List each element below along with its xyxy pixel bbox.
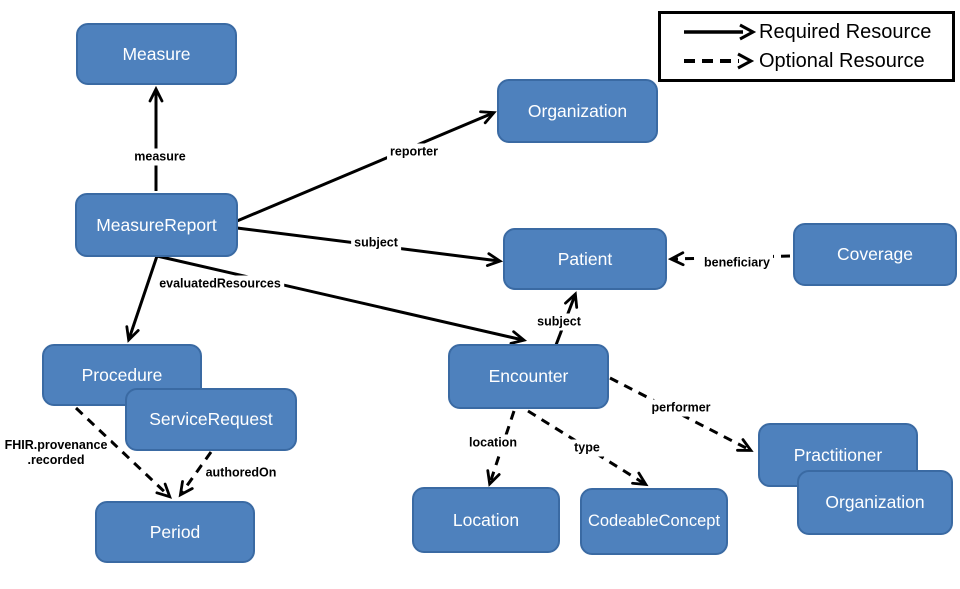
node-organization-top: Organization (497, 79, 658, 143)
edge-performer (609, 376, 754, 452)
node-measure-report: MeasureReport (75, 193, 238, 257)
node-coverage: Coverage (793, 223, 957, 286)
edge-label-type: type (571, 439, 603, 457)
node-measure: Measure (76, 23, 237, 85)
edge-label-location: location (466, 434, 520, 452)
edge-label-reporter: reporter (387, 143, 441, 161)
edge-evaluated-encounter (156, 254, 528, 345)
node-organization-bottom: Organization (797, 470, 953, 535)
legend-box: Required Resource Optional Resource (658, 11, 955, 82)
edge-label-measure: measure (131, 148, 189, 166)
legend-optional-label: Optional Resource (759, 49, 925, 72)
optional-arrow-icon (684, 52, 755, 70)
edge-reporter (236, 110, 497, 223)
edge-label-provenance-line2: .recorded (27, 453, 85, 467)
edge-label-beneficiary: beneficiary (700, 254, 774, 272)
legend-required-row: Required Resource (681, 18, 952, 47)
node-period: Period (95, 501, 255, 563)
edge-authored-on (178, 451, 213, 498)
legend-required-label: Required Resource (759, 20, 932, 43)
node-codeable-concept: CodeableConcept (580, 488, 728, 555)
edge-label-performer: performer (648, 399, 714, 417)
edge-evaluated-procedure (125, 255, 159, 343)
edge-label-subject-report: subject (351, 234, 401, 252)
required-arrow-icon (684, 23, 757, 41)
edge-label-provenance-line1: FHIR.provenance (4, 438, 108, 452)
node-encounter: Encounter (448, 344, 609, 409)
edge-label-provenance: FHIR.provenance .recorded (1, 437, 111, 469)
edge-provenance (74, 406, 173, 499)
legend-optional-row: Optional Resource (681, 47, 952, 76)
node-service-request: ServiceRequest (125, 388, 297, 451)
node-location: Location (412, 487, 560, 553)
edge-label-authored-on: authoredOn (202, 464, 280, 482)
node-patient: Patient (503, 228, 667, 290)
edge-label-subject-encounter: subject (534, 313, 584, 331)
edge-label-evaluated-resources: evaluatedResources (156, 275, 284, 293)
